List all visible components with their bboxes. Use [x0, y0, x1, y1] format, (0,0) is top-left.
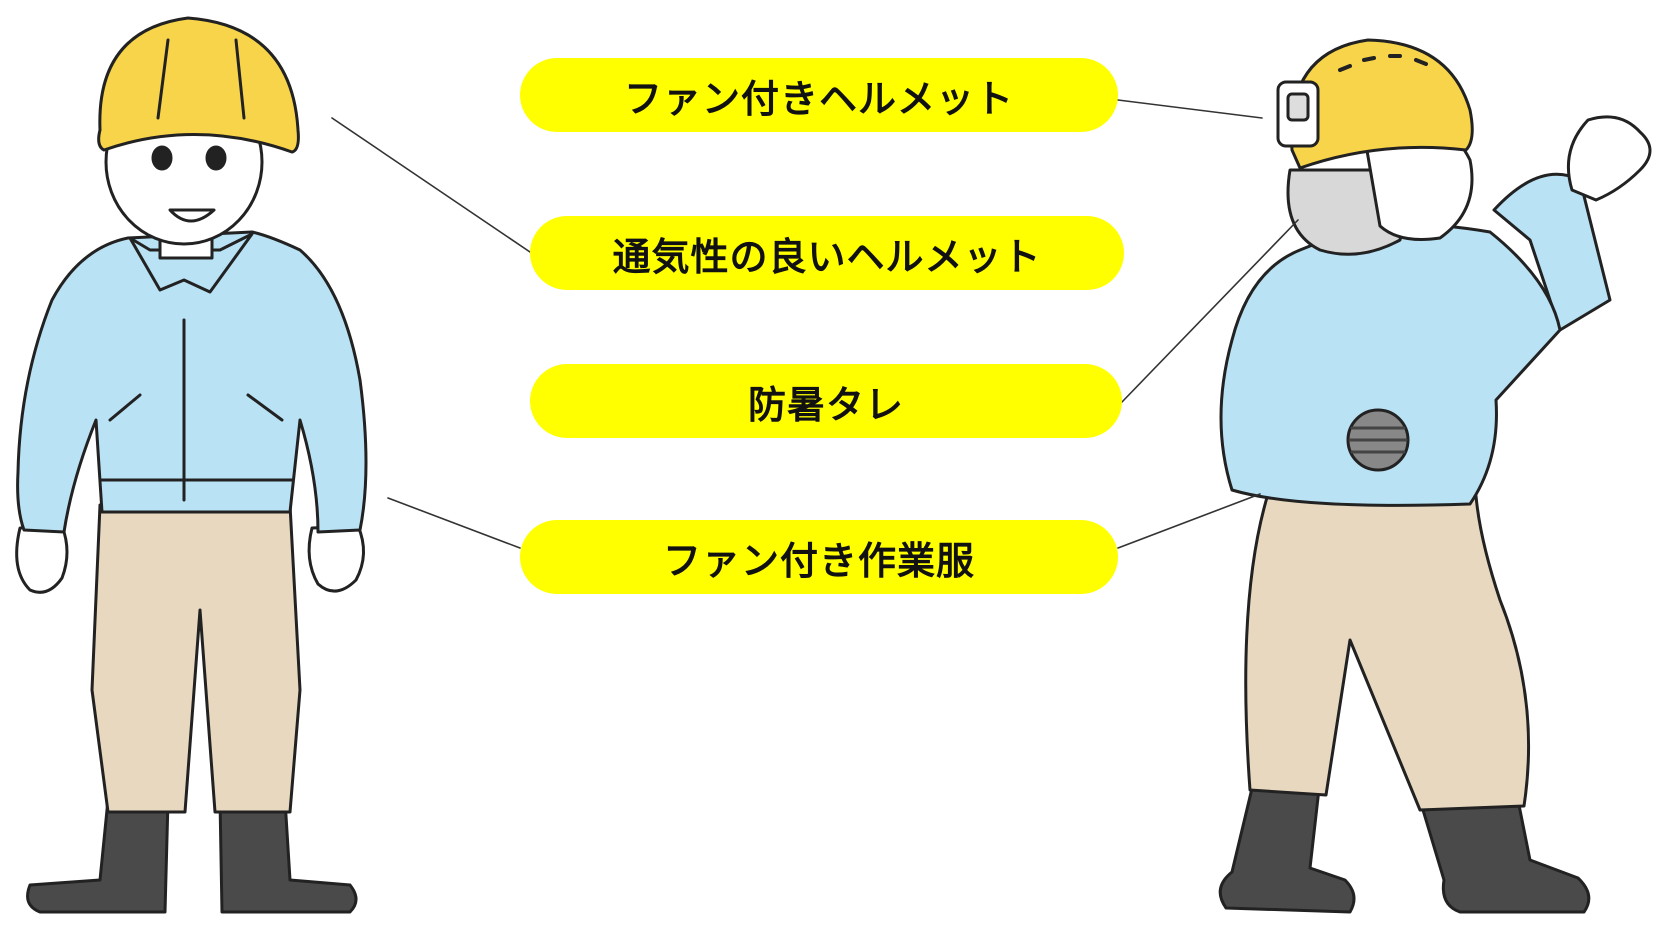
- front-helmet-ridge-left: [156, 38, 170, 120]
- back-helmet: [1289, 38, 1474, 170]
- front-right-hand: [307, 524, 365, 593]
- front-helmet-ridge-right: [234, 38, 246, 120]
- label-fan-helmet: ファン付きヘルメット: [520, 58, 1118, 132]
- back-worker-figure: [1218, 38, 1652, 914]
- leader-fan-suit-right: [1117, 493, 1261, 549]
- back-right-boot: [1418, 798, 1591, 914]
- leader-vent-helmet: [331, 117, 531, 253]
- leader-fan-helmet: [1117, 99, 1263, 119]
- back-left-boot: [1218, 778, 1356, 914]
- back-trousers: [1244, 492, 1531, 812]
- front-mouth: [168, 208, 216, 223]
- label-fan-work-clothes: ファン付き作業服: [520, 520, 1118, 594]
- front-left-boot: [26, 798, 170, 914]
- front-helmet: [97, 16, 300, 154]
- front-left-hand: [15, 524, 69, 594]
- back-helmet-fan-grille: [1286, 92, 1310, 122]
- front-worker-figure: [15, 16, 368, 914]
- label-ventilated-helmet: 通気性の良いヘルメット: [530, 216, 1124, 290]
- front-jacket-pocket-left: [108, 393, 142, 422]
- label-neck-shade: 防暑タレ: [530, 364, 1122, 438]
- front-right-boot: [218, 798, 358, 914]
- front-eye-left: [151, 145, 173, 171]
- back-helmet-vents: [1338, 54, 1428, 72]
- back-raised-arm: [1492, 172, 1612, 332]
- front-jacket-pocket-right: [246, 393, 284, 422]
- leader-neck-shade: [1121, 219, 1299, 403]
- back-jacket: [1219, 222, 1562, 507]
- front-jacket: [16, 230, 368, 534]
- leader-fan-suit-left: [387, 497, 521, 549]
- front-eye-right: [205, 145, 227, 171]
- leader-lines: [331, 99, 1299, 549]
- back-jacket-fan-slats: [1348, 426, 1408, 454]
- back-pointing-hand: [1566, 115, 1652, 202]
- front-trousers: [90, 503, 302, 814]
